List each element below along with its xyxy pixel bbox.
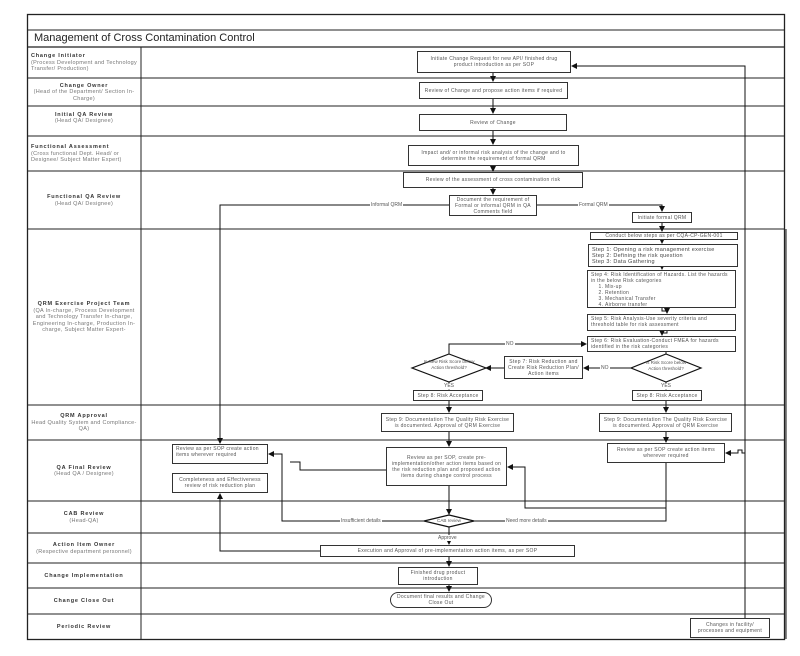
lane-title: Change Initiator [31, 53, 86, 60]
hazard-item: Mix-up [605, 284, 656, 290]
step-1: Step 1: Opening a risk management exerci… [592, 246, 715, 253]
step-5-box: Step 5: Risk Analysis-Use severity crite… [587, 314, 736, 331]
lane-subtitle: (Head QA/ Designee) [54, 200, 114, 207]
informal-qrm-label: Informal QRM [370, 202, 404, 208]
no-label: NO [600, 365, 610, 371]
lane-subtitle: (Cross functional Dept. Head/ or Designe… [31, 150, 122, 164]
lane-title: Periodic Review [56, 623, 112, 630]
lane-title: QRM Approval [60, 413, 108, 420]
review-middle-box: Review as per SOP, create pre-implementa… [386, 447, 507, 486]
review-left-box: Review as per SOP create action items wh… [172, 444, 268, 464]
step-8-left-box: Step 8: Risk Acceptance [413, 390, 483, 401]
changes-facility-box: Changes in facility/ processes and equip… [690, 618, 770, 638]
conduct-steps-box: Conduct below steps as per CQA-CP-GEN-00… [590, 232, 738, 240]
hazard-list: Mix-up Retention Mechanical Transfer Air… [591, 284, 656, 307]
cab-decision-text: CAB review [437, 518, 461, 523]
lane-subtitle: (Head QA / Designee) [54, 471, 114, 477]
lane-title: Change Close Out [53, 598, 115, 605]
lane-periodic-review: Periodic Review [28, 615, 140, 639]
lane-subtitle: (Respective department personnel) [36, 548, 132, 555]
review-propose-box: Review of Change and propose action item… [419, 82, 568, 99]
close-out-terminator: Document final results and Change Close … [390, 592, 492, 608]
step-2: Step 2: Defining the risk question [592, 252, 683, 259]
lane-title: Functional Assessment [31, 144, 110, 151]
lane-subtitle: (Process Development and Technology Tran… [31, 59, 138, 73]
lane-qa-final-review: QA Final Review(Head QA / Designee) [28, 441, 140, 501]
lane-initial-qa-review: Initial QA Review(Head QA/ Designee) [28, 107, 140, 129]
table-border [26, 13, 786, 641]
lane-subtitle: (Head QA/ Designee) [54, 118, 114, 124]
yes-label: YES [443, 383, 456, 389]
step-6-box: Step 6: Risk Evaluation-Conduct FMEA for… [587, 336, 736, 352]
lane-title: Initial QA Review [54, 111, 114, 118]
lane-change-close-out: Change Close Out [28, 589, 140, 614]
lane-action-item-owner: Action Item Owner(Respective department … [28, 534, 140, 563]
step-4-heading: Step 4: Risk Identification of Hazards. … [591, 272, 728, 284]
lane-functional-qa-review: Functional QA Review(Head QA/ Designee) [28, 172, 140, 229]
decision-risk-score [629, 353, 703, 383]
formal-qrm-label: Formal QRM [578, 202, 609, 208]
step-4-box: Step 4: Risk Identification of Hazards. … [587, 270, 736, 308]
no-label: NO [505, 341, 515, 347]
lane-title: Change Owner [59, 82, 109, 89]
lane-subtitle: (QA In-charge, Process Development and T… [32, 307, 136, 334]
hazard-item: Mechanical Transfer [605, 296, 656, 302]
lane-title: QRM Exercise Project Team [37, 301, 131, 308]
review-assessment-box: Review of the assessment of cross contam… [403, 172, 583, 188]
step-9-left-box: Step 9: Documentation The Quality Risk E… [381, 413, 514, 432]
lane-qrm-exercise-project-team: QRM Exercise Project Team(QA In-charge, … [28, 230, 140, 405]
step-7-box: Step 7: Risk Reduction and Create Risk R… [504, 356, 583, 379]
review-change-box: Review of Change [419, 114, 567, 131]
document-requirement-box: Document the requirement of Formal or in… [449, 195, 537, 216]
completeness-review-box: Completeness and Effectiveness review of… [172, 473, 268, 493]
lane-title: QA Final Review [56, 464, 112, 471]
lane-subtitle: Head Quality System and Compliance-QA) [31, 419, 137, 433]
lane-subtitle: (Head of the Department/ Section In-Char… [33, 89, 135, 102]
lane-cab-review: CAB Review(Head-QA) [28, 502, 140, 533]
insufficient-details-label: Insufficient details [340, 518, 382, 524]
execution-box: Execution and Approval of pre-implementa… [320, 545, 575, 557]
lane-functional-assessment: Functional Assessment(Cross functional D… [28, 137, 143, 171]
impact-analysis-box: Impact and/ or informal risk analysis of… [408, 145, 579, 166]
review-right-box: Review as per SOP create action items wh… [607, 443, 725, 463]
lane-subtitle: (Head-QA) [69, 517, 99, 524]
lane-change-owner: Change Owner(Head of the Department/ Sec… [28, 79, 140, 106]
initiate-change-request-box: Initiate Change Request for new API/ fin… [417, 51, 571, 73]
lane-title: Change Implementation [44, 572, 124, 579]
yes-label: YES [660, 383, 673, 389]
need-more-details-label: Need more details [505, 518, 548, 524]
initiate-formal-qrm-box: Initiate formal QRM [632, 212, 692, 223]
page-title: Management of Cross Contamination Contro… [34, 32, 255, 44]
decision-new-risk-score [410, 353, 488, 383]
lane-title: Action Item Owner [52, 542, 116, 548]
hazard-item: Retention [605, 290, 656, 296]
step-9-right-box: Step 9: Documentation The Quality Risk E… [599, 413, 732, 432]
lane-title: Functional QA Review [47, 194, 121, 200]
decision-cab-review [423, 514, 475, 528]
finished-product-box: Finished drug product introduction [398, 567, 478, 585]
lane-change-initiator: Change Initiator(Process Development and… [28, 48, 143, 78]
lane-change-implementation: Change Implementation [28, 564, 140, 588]
approve-label: Approve [437, 535, 458, 541]
step-8-right-box: Step 8: Risk Acceptance [632, 390, 702, 401]
steps-1-3-box: Step 1: Opening a risk management exerci… [588, 244, 738, 267]
hazard-item: Airborne transfer [605, 302, 656, 307]
step-3: Step 3: Data Gathering [592, 258, 655, 265]
decision-new-risk-score-text: Is New Risk Score below Action threshold… [423, 359, 475, 370]
lane-title: CAB Review [63, 511, 105, 517]
decision-risk-score-text: Is Risk Score below Action threshold? [645, 360, 687, 371]
